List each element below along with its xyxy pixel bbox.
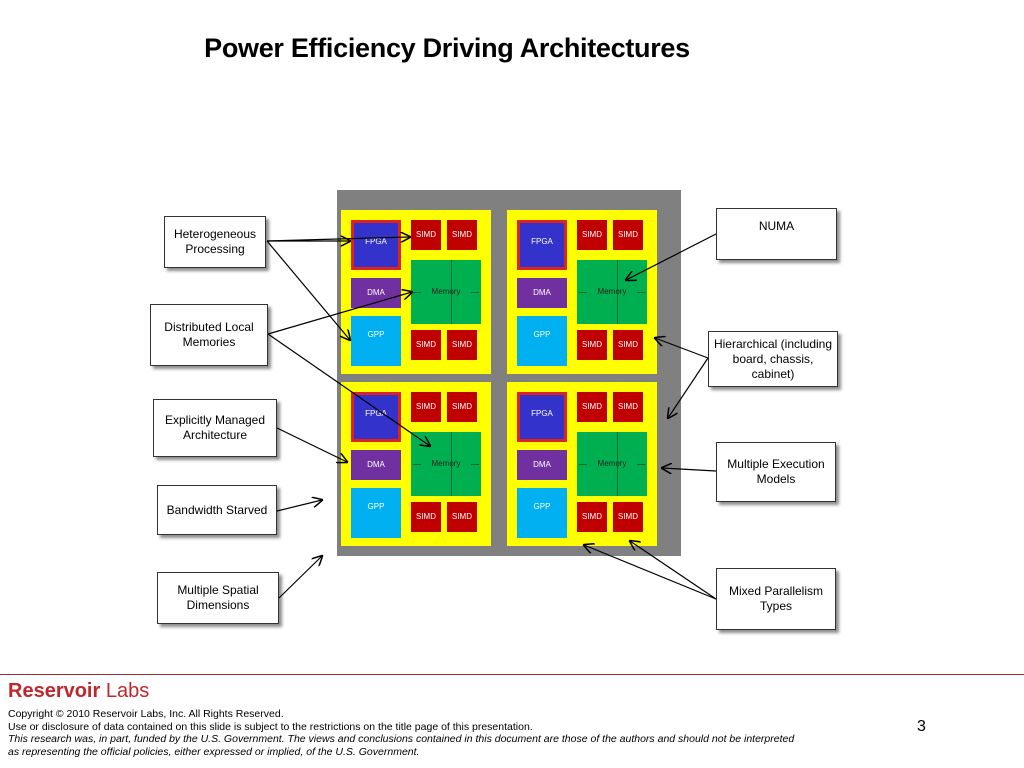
simd-block: SIMD — [447, 220, 477, 250]
arrow-mixed-a — [584, 545, 717, 600]
fpga-block: FPGA — [351, 392, 401, 442]
fpga-block: FPGA — [517, 392, 567, 442]
label-bandwidth-starved: Bandwidth Starved — [157, 485, 277, 535]
fpga-block: FPGA — [351, 220, 401, 270]
disclosure-line: Use or disclosure of data contained on t… — [8, 720, 533, 733]
simd-block: SIMD — [613, 502, 643, 532]
memory-label: Memory — [597, 459, 627, 468]
label-multiple-execution-models: Multiple Execution Models — [716, 442, 836, 502]
funding-line-1: This research was, in part, funded by th… — [8, 733, 795, 745]
simd-block: SIMD — [447, 330, 477, 360]
arrow-hierarchical-left — [655, 338, 709, 359]
arrow-numa — [626, 233, 717, 280]
funding-line-2: as representing the official policies, e… — [8, 745, 420, 758]
arrow-spatial — [278, 556, 322, 599]
simd-block: SIMD — [577, 220, 607, 250]
label-hierarchical: Hierarchical (including board, chassis, … — [708, 331, 838, 387]
gpp-block: GPP — [517, 488, 567, 538]
simd-block: SIMD — [411, 502, 441, 532]
reservoir-labs-logo: Reservoir Labs — [8, 680, 150, 702]
memory-block: Memory — [577, 260, 647, 324]
simd-block: SIMD — [577, 392, 607, 422]
arrow-hetero-simd — [266, 237, 410, 241]
fpga-block: FPGA — [517, 220, 567, 270]
arrow-bandwidth — [276, 500, 322, 512]
label-heterogeneous-processing: Heterogeneous Processing — [164, 216, 266, 268]
simd-block: SIMD — [577, 330, 607, 360]
arrow-hetero-gpp — [266, 240, 350, 340]
page-number: 3 — [917, 718, 926, 735]
arrow-distributed-lower — [267, 333, 430, 446]
memory-block: Memory — [577, 432, 647, 496]
dma-block: DMA — [517, 278, 567, 308]
memory-block: Memory — [411, 260, 481, 324]
dma-block: DMA — [517, 450, 567, 480]
dma-block: DMA — [351, 450, 401, 480]
arrow-hierarchical-down — [668, 357, 709, 418]
footer-notice: Copyright © 2010 Reservoir Labs, Inc. Al… — [8, 708, 794, 758]
arrow-explicitly-dma — [276, 427, 347, 462]
simd-block: SIMD — [613, 220, 643, 250]
arrow-distributed-memory — [267, 292, 412, 335]
gpp-block: GPP — [351, 316, 401, 366]
simd-block: SIMD — [447, 392, 477, 422]
simd-block: SIMD — [447, 502, 477, 532]
footer-rule — [0, 674, 1024, 675]
gpp-block: GPP — [351, 488, 401, 538]
simd-block: SIMD — [411, 330, 441, 360]
arrow-mixed-b — [630, 541, 717, 600]
memory-label: Memory — [597, 287, 627, 296]
arrow-execution — [662, 468, 717, 471]
copyright-line: Copyright © 2010 Reservoir Labs, Inc. Al… — [8, 708, 284, 720]
label-numa: NUMA — [716, 208, 837, 260]
label-explicitly-managed-architecture: Explicitly Managed Architecture — [153, 399, 277, 457]
simd-block: SIMD — [411, 220, 441, 250]
simd-block: SIMD — [613, 330, 643, 360]
memory-label: Memory — [431, 287, 461, 296]
simd-block: SIMD — [577, 502, 607, 532]
slide-title: Power Efficiency Driving Architectures — [204, 33, 690, 63]
label-multiple-spatial-dimensions: Multiple Spatial Dimensions — [157, 572, 279, 624]
simd-block: SIMD — [411, 392, 441, 422]
label-mixed-parallelism-types: Mixed Parallelism Types — [716, 568, 836, 630]
memory-label: Memory — [431, 459, 461, 468]
simd-block: SIMD — [613, 392, 643, 422]
gpp-block: GPP — [517, 316, 567, 366]
label-distributed-local-memories: Distributed Local Memories — [150, 304, 268, 366]
